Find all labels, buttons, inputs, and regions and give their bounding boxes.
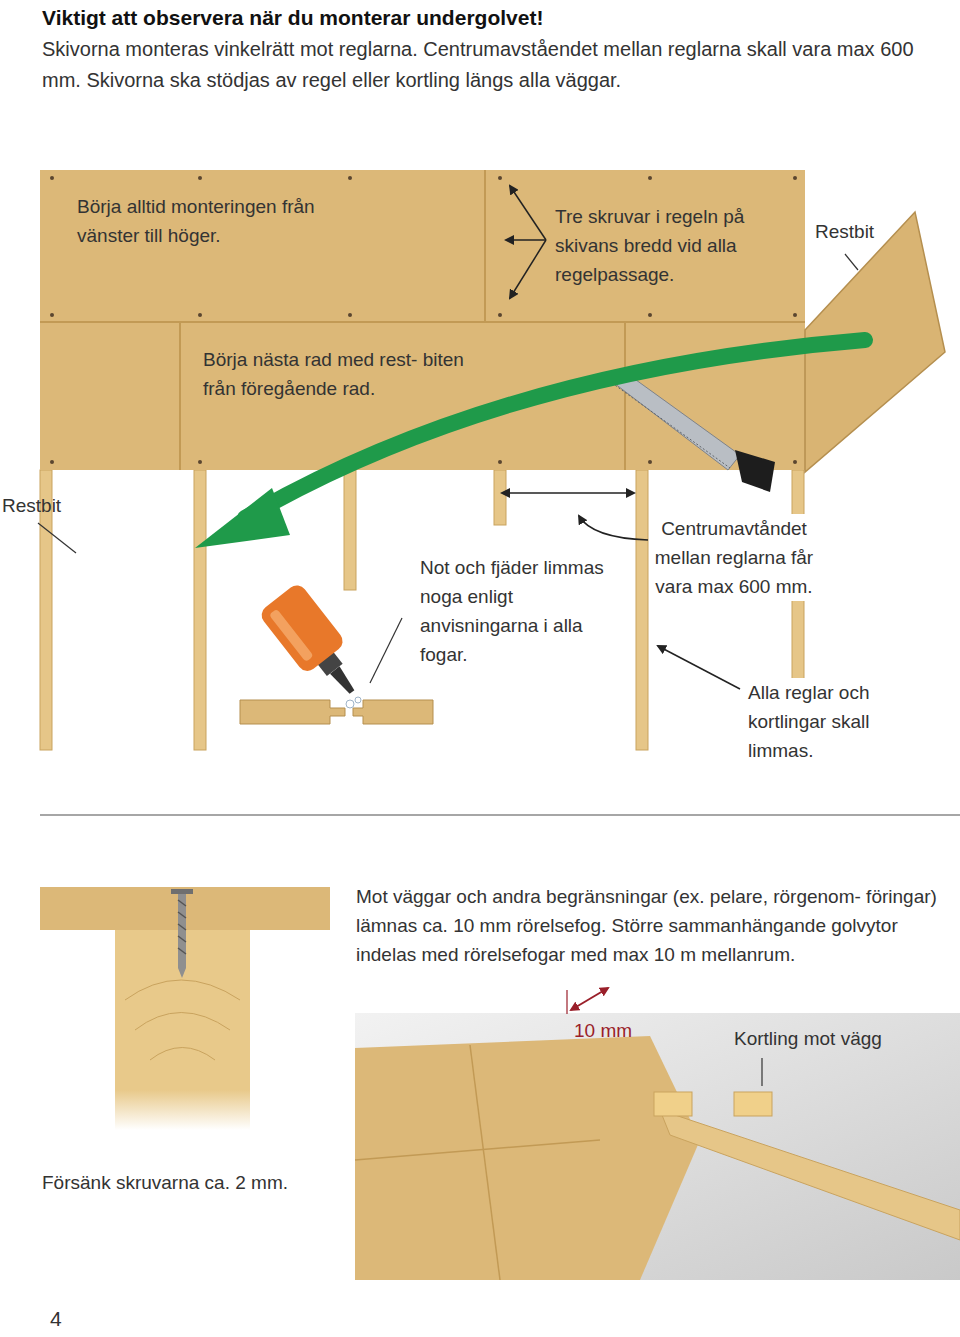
callout-text: Börja alltid monteringen från vänster ti… — [77, 192, 317, 250]
callout-text: Tre skruvar i regeln på skivans bredd vi… — [555, 202, 760, 289]
callout-text: Försänk skruvarna ca. 2 mm. — [42, 1170, 342, 1196]
callout-text: Restbit — [2, 493, 77, 519]
intro-text: Skivorna monteras vinkelrätt mot reglarn… — [42, 34, 942, 96]
callout-text: Not och fjäder limmas noga enligt anvisn… — [420, 553, 605, 669]
callout-text: Centrumavtåndet mellan reglarna får vara… — [652, 514, 816, 601]
callout-text: 10 mm — [574, 1019, 654, 1043]
callout-text: Börja nästa rad med rest- biten från för… — [203, 345, 468, 403]
page-title: Viktigt att observera när du monterar un… — [42, 4, 942, 32]
callout-text: Kortling mot vägg — [734, 1027, 924, 1051]
page-number: 4 — [50, 1306, 90, 1332]
callout-text: Restbit — [815, 220, 895, 244]
callout-text: Mot väggar och andra begränsningar (ex. … — [356, 882, 951, 969]
callout-text: Alla reglar och kortlingar skall limmas. — [746, 678, 900, 765]
